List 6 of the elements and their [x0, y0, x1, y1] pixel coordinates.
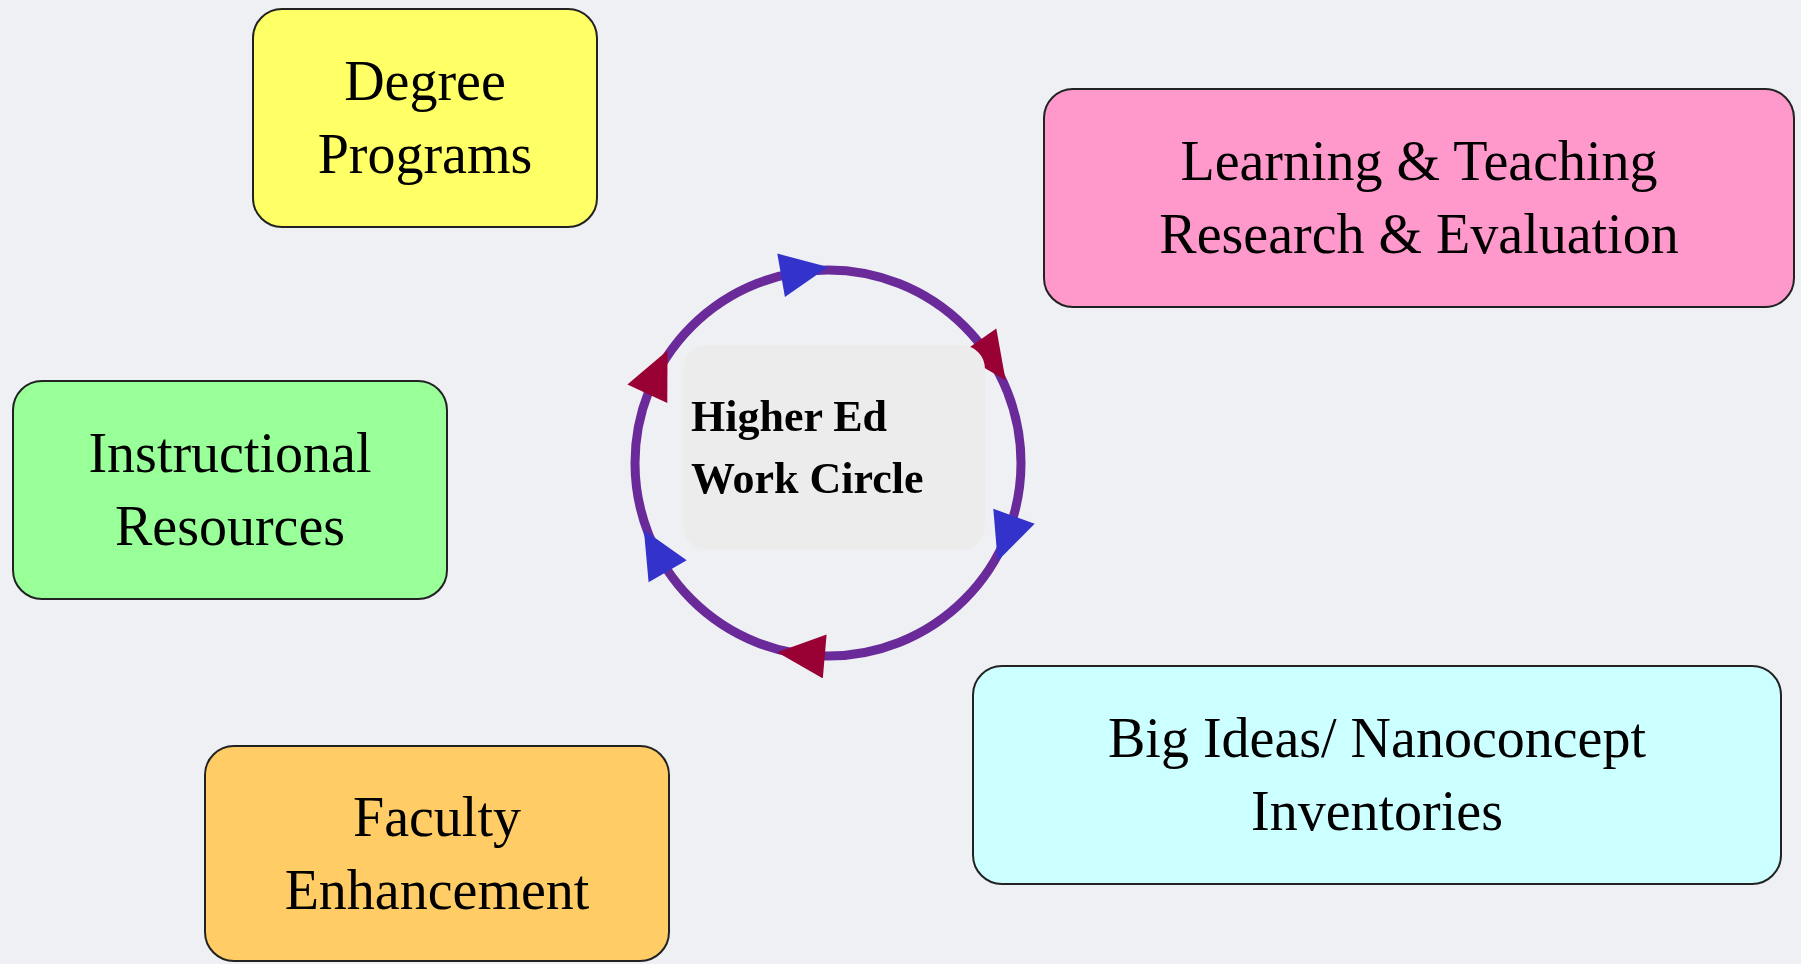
topic-box: Instructional Resources: [12, 380, 448, 600]
topic-box: Big Ideas/ Nanoconcept Inventories: [972, 665, 1782, 885]
topic-box: Degree Programs: [252, 8, 598, 228]
topic-box: Faculty Enhancement: [204, 745, 670, 962]
center-label-box: Higher Ed Work Circle: [683, 345, 985, 550]
topic-box: Learning & Teaching Research & Evaluation: [1043, 88, 1795, 308]
